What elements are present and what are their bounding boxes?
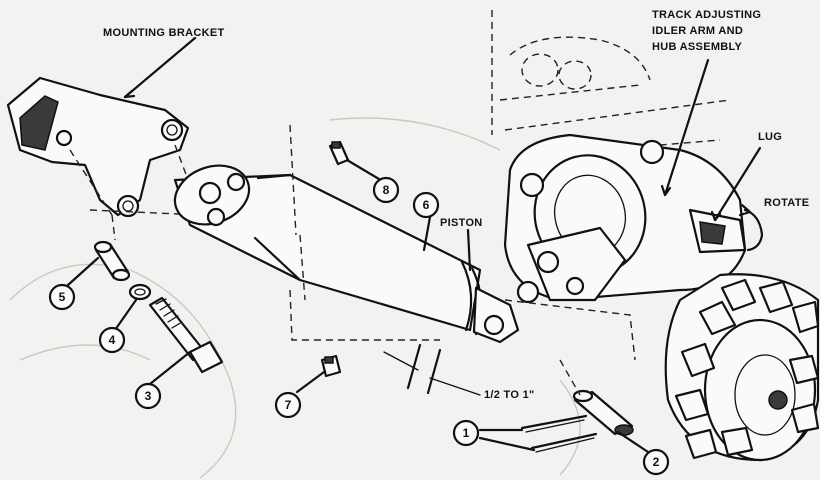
- svg-text:1: 1: [463, 426, 470, 440]
- wheel-hub: [664, 273, 820, 462]
- callout-5: 5: [48, 283, 76, 311]
- label-track-line3: HUB ASSEMBLY: [652, 41, 743, 53]
- callout-8: 8: [372, 176, 400, 204]
- svg-text:3: 3: [145, 389, 152, 403]
- leader-lines: [66, 36, 762, 454]
- grease-fitting-bottom: [320, 354, 342, 378]
- svg-text:7: 7: [285, 398, 292, 412]
- label-track-line2: IDLER ARM AND: [652, 25, 743, 37]
- svg-text:8: 8: [383, 183, 390, 197]
- piston-hub-dash: [504, 299, 636, 361]
- wheel-studs: [674, 278, 820, 460]
- callout-7: 7: [274, 391, 302, 419]
- cylinder-part: [173, 164, 520, 344]
- callout-6: 6: [412, 191, 440, 219]
- hub-assembly: [503, 133, 747, 304]
- label-track-line1: TRACK ADJUSTING: [652, 9, 761, 21]
- background-ghost-lines: [9, 117, 581, 479]
- hub-ghost-outline: [499, 36, 731, 151]
- pin-two: [572, 389, 634, 436]
- grease-fitting-top: [328, 140, 350, 166]
- callout-1: 1: [452, 419, 480, 447]
- callout-2: 2: [642, 448, 670, 476]
- svg-text:4: 4: [109, 333, 116, 347]
- rotate-arrow: [743, 208, 764, 252]
- rotate-arrow-head: [738, 203, 752, 217]
- bolt-part: [148, 296, 224, 374]
- label-lug: LUG: [758, 131, 782, 143]
- label-mounting-bracket: MOUNTING BRACKET: [103, 27, 225, 39]
- pin-dash: [559, 359, 581, 396]
- callout-4: 4: [98, 326, 126, 354]
- label-measurement: 1/2 TO 1": [484, 389, 535, 401]
- mounting-bracket: [6, 76, 190, 218]
- cotter-pins: [520, 414, 598, 453]
- bracket-cylinder-dashes: [69, 144, 201, 241]
- label-rotate: ROTATE: [764, 197, 809, 209]
- callout-3: 3: [134, 382, 162, 410]
- washer-part: [128, 283, 152, 301]
- svg-text:5: 5: [59, 290, 66, 304]
- svg-text:6: 6: [423, 198, 430, 212]
- pin-part: [93, 240, 131, 282]
- measurement-marks: [383, 343, 481, 396]
- label-piston: PISTON: [440, 217, 483, 229]
- svg-text:2: 2: [653, 455, 660, 469]
- cylinder-dashes: [289, 124, 440, 341]
